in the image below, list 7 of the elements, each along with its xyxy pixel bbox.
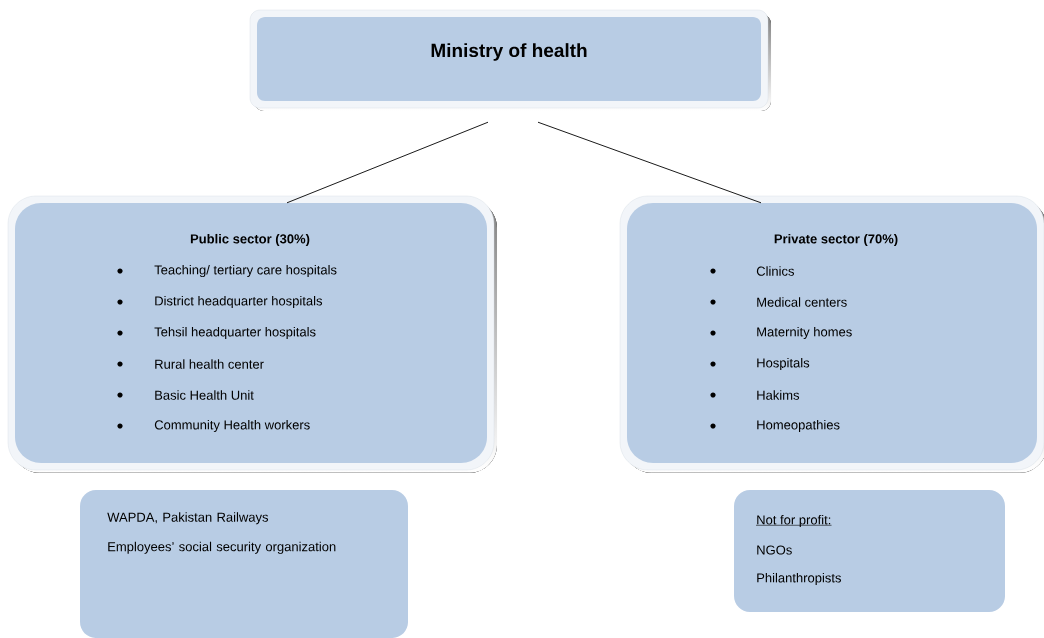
title-box: Ministry of health: [249, 9, 771, 111]
note-box: WAPDA, Pakistan Railways Employees’ social security organization: [80, 490, 408, 638]
sector-box: Private sector (70%) Clinics Medical centers Maternity homes Hospitals Hakims Homeopathies: [619, 195, 1044, 473]
connector-line: [286, 121, 489, 204]
connector-line: [537, 121, 762, 204]
sector-box: Public sector (30%) Teaching/ tertiary care hospitals District headquarter hospitals Tehsil headquarter hospitals Rural health center Basic Health Unit Community Health workers: [7, 195, 497, 473]
note-box: Not for profit: NGOs Philanthropists: [734, 490, 1005, 612]
